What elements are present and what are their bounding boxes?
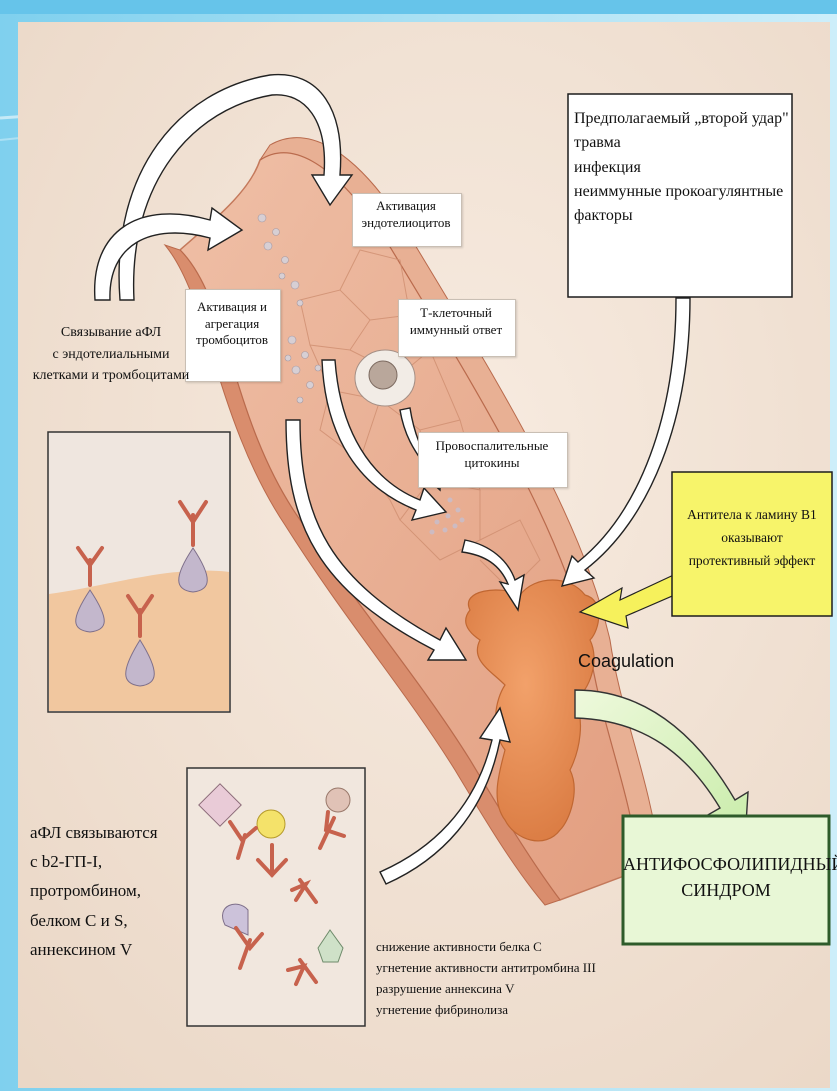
coagulation-label: Coagulation xyxy=(578,650,688,673)
t-cell-response-label: Т-клеточный иммунный ответ xyxy=(398,305,514,338)
binding-inset xyxy=(187,768,365,1026)
second-hit-label: Предполагаемый „второй удар" травма инфе… xyxy=(574,107,788,229)
effects-label: снижение активности белка С угнетение ак… xyxy=(376,936,616,1020)
binding-afl-label: Связывание аФЛ с эндотелиальными клеткам… xyxy=(16,322,206,387)
receptor-inset xyxy=(48,432,230,712)
proinflammatory-label: Провоспалительные цитокины xyxy=(418,438,566,471)
t-cell xyxy=(355,350,415,406)
afl-binds-label: аФЛ связываются с b2-ГП-I, протромбином,… xyxy=(30,818,190,964)
endothelial-activation-label: Активация эндотелиоцитов xyxy=(352,198,460,231)
antibodies-lamin-label: Антитела к ламину В1 оказывают протектив… xyxy=(672,504,832,573)
syndrome-label: АНТИФОСФОЛИПИДНЫЙ СИНДРОМ xyxy=(623,851,829,903)
